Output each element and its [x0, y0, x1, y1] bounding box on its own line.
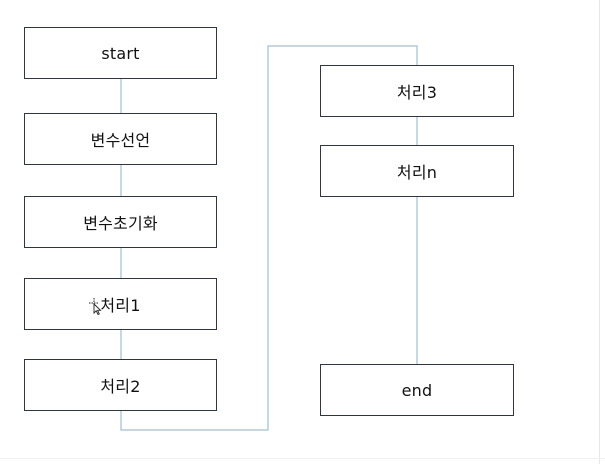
node-init-vars-label: 변수초기화: [83, 214, 158, 233]
move-cursor-icon: [89, 298, 102, 315]
node-end-label: end: [401, 380, 433, 400]
canvas-right-border: [599, 0, 600, 464]
canvas-bottom-border: [0, 458, 605, 459]
node-process2[interactable]: 처리2: [24, 359, 217, 411]
node-start[interactable]: start: [24, 27, 217, 79]
node-process1[interactable]: 처리1: [24, 278, 217, 330]
node-processn-label: 처리n: [396, 163, 438, 182]
node-process3[interactable]: 처리3: [320, 65, 514, 117]
node-process1-label: 처리1: [100, 296, 141, 315]
node-process3-label: 처리3: [396, 83, 438, 102]
node-declare-vars[interactable]: 변수선언: [24, 113, 217, 165]
node-process2-label: 처리2: [100, 377, 141, 396]
node-declare-vars-label: 변수선언: [90, 131, 151, 150]
node-end[interactable]: end: [320, 364, 514, 416]
node-start-label: start: [101, 43, 140, 63]
node-init-vars[interactable]: 변수초기화: [24, 196, 217, 248]
node-processn[interactable]: 처리n: [320, 145, 514, 197]
